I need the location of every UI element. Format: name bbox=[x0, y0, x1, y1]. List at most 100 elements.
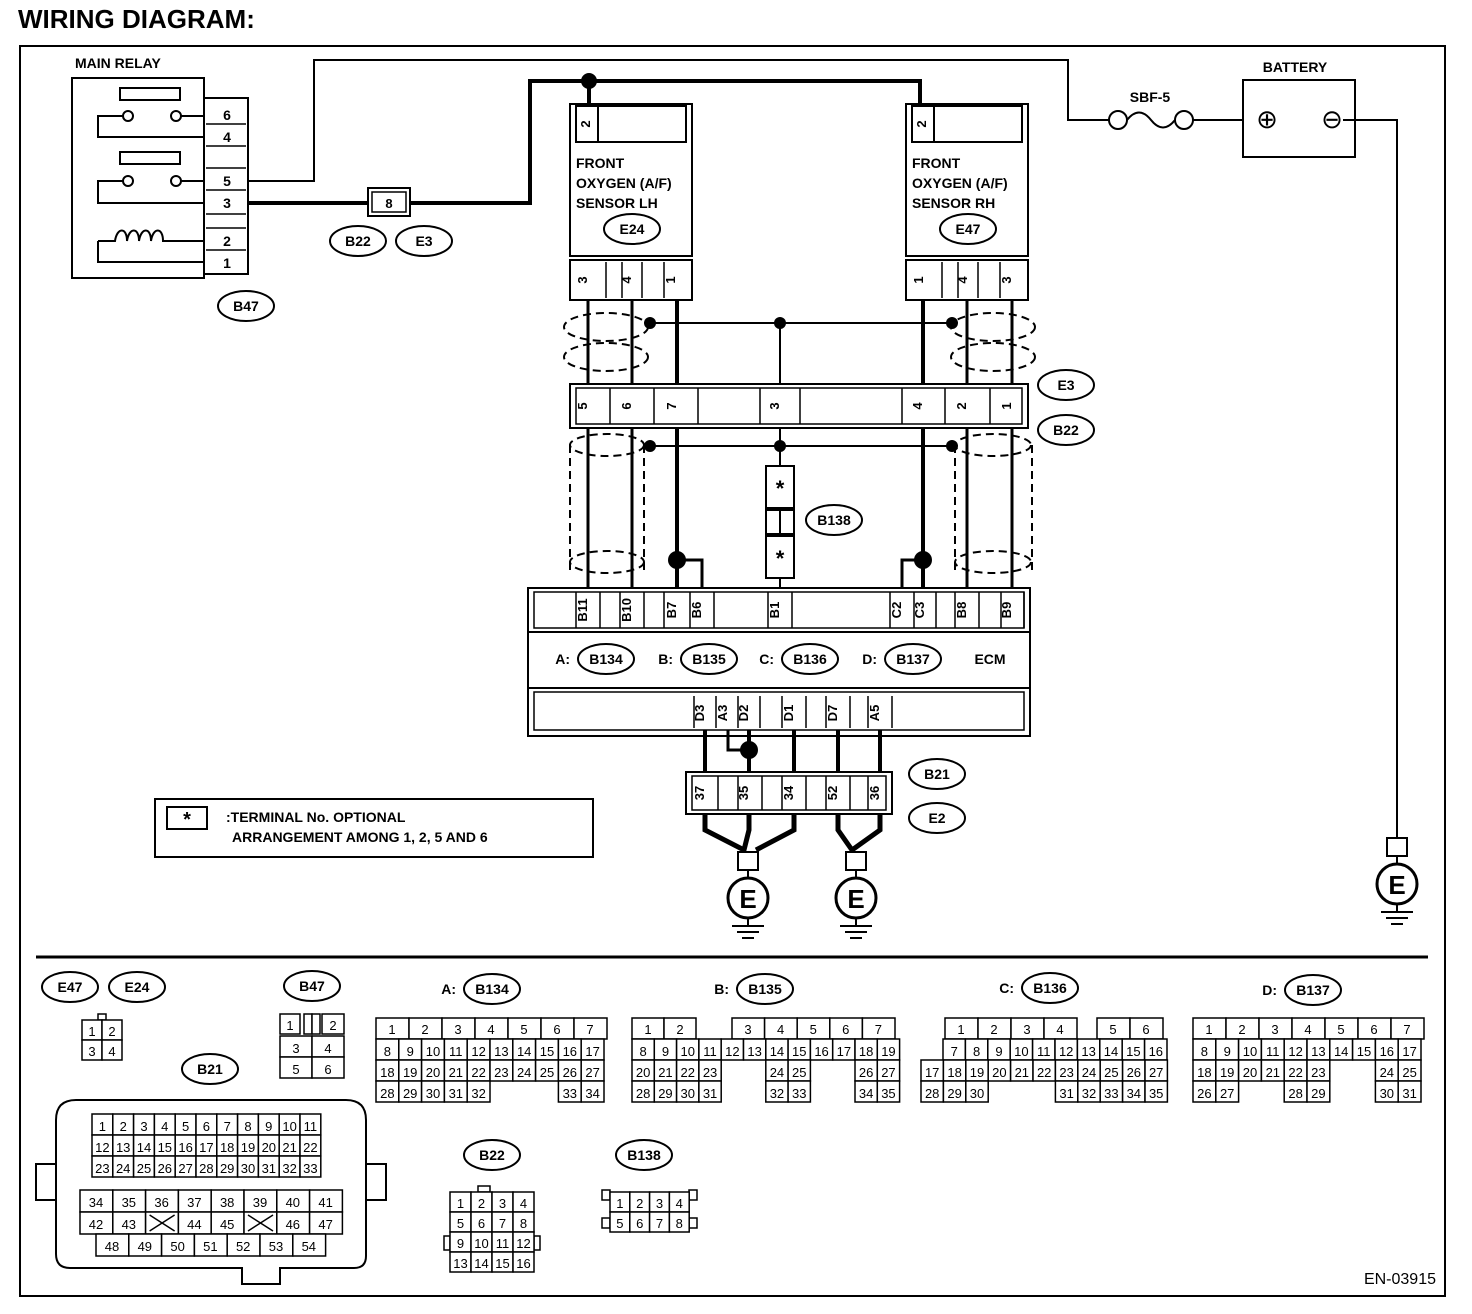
b21-pin-54: 54 bbox=[302, 1239, 316, 1254]
b136-pin-19: 19 bbox=[970, 1065, 984, 1080]
b136-pin-17: 17 bbox=[925, 1065, 939, 1080]
b137-pin-7: 7 bbox=[1403, 1022, 1410, 1037]
sensor_rh-pin-4: 4 bbox=[955, 276, 970, 284]
page-title: WIRING DIAGRAM: bbox=[18, 4, 255, 34]
b136-pin-33: 33 bbox=[1104, 1086, 1118, 1101]
ecm-connector-B137: B137 bbox=[896, 651, 930, 667]
b22-pin-2: 2 bbox=[478, 1196, 485, 1211]
junction-pin-4: 4 bbox=[910, 402, 925, 410]
b135-pin-32: 32 bbox=[770, 1086, 784, 1101]
ground-symbol-2: E bbox=[847, 884, 864, 914]
b136-pin-30: 30 bbox=[970, 1086, 984, 1101]
b21-pin-11: 11 bbox=[304, 1119, 318, 1134]
b21-pin-45: 45 bbox=[220, 1217, 234, 1232]
b21-pin-31: 31 bbox=[262, 1161, 276, 1176]
ecm-pin-B8: B8 bbox=[954, 602, 969, 619]
b135-pin-29: 29 bbox=[658, 1086, 672, 1101]
b134-pin-9: 9 bbox=[407, 1044, 414, 1059]
b135-pin-35: 35 bbox=[881, 1086, 895, 1101]
b137-pin-1: 1 bbox=[1205, 1022, 1212, 1037]
sensor_lh-pin-4: 4 bbox=[619, 276, 634, 284]
sensor_rh-top-pin: 2 bbox=[914, 120, 929, 127]
b135-pin-14: 14 bbox=[770, 1044, 784, 1059]
junction-pin-2: 2 bbox=[954, 402, 969, 409]
ground-label-b21: B21 bbox=[924, 766, 950, 782]
b22-pin-11: 11 bbox=[496, 1236, 510, 1251]
view-label-e24: E24 bbox=[125, 979, 150, 995]
b21-pin-19: 19 bbox=[241, 1140, 255, 1155]
b21-pin-41: 41 bbox=[318, 1195, 332, 1210]
b22-pin-3: 3 bbox=[499, 1196, 506, 1211]
fuse-label: SBF-5 bbox=[1130, 89, 1171, 105]
b137-pin-31: 31 bbox=[1402, 1086, 1416, 1101]
ecm-connector-B137-prefix: D: bbox=[862, 651, 877, 667]
b135-pin-26: 26 bbox=[859, 1065, 873, 1080]
legend: * :TERMINAL No. OPTIONAL ARRANGEMENT AMO… bbox=[154, 798, 594, 858]
b138-pin-7: 7 bbox=[656, 1216, 663, 1231]
b134-pin-34: 34 bbox=[585, 1086, 599, 1101]
view-label-b22: B22 bbox=[479, 1147, 505, 1163]
b21-pin-9: 9 bbox=[265, 1119, 272, 1134]
b136-pin-7: 7 bbox=[951, 1044, 958, 1059]
b134-pin-7: 7 bbox=[586, 1022, 593, 1037]
b134-pin-18: 18 bbox=[380, 1065, 394, 1080]
sensor_rh-connector: E47 bbox=[956, 221, 981, 237]
b135-pin-19: 19 bbox=[881, 1044, 895, 1059]
sensor_rh-label-1: OXYGEN (A/F) bbox=[912, 175, 1008, 191]
sensor_rh-pin-3: 3 bbox=[999, 276, 1014, 283]
legend-line1: :TERMINAL No. OPTIONAL bbox=[226, 809, 406, 825]
b138-pin-8: 8 bbox=[676, 1216, 683, 1231]
b136-pin-18: 18 bbox=[947, 1065, 961, 1080]
view-label-e47: E47 bbox=[58, 979, 83, 995]
junction-label-b22: B22 bbox=[1053, 422, 1079, 438]
b135-pin-5: 5 bbox=[810, 1022, 817, 1037]
b47-pin-1: 1 bbox=[286, 1018, 293, 1033]
b134-pin-17: 17 bbox=[585, 1044, 599, 1059]
b137-pin-18: 18 bbox=[1197, 1065, 1211, 1080]
b135-pin-11: 11 bbox=[703, 1044, 717, 1059]
b21-pin-13: 13 bbox=[116, 1140, 130, 1155]
ecm-pin-C2: C2 bbox=[889, 602, 904, 619]
b136-pin-12: 12 bbox=[1059, 1044, 1073, 1059]
b22-pin-15: 15 bbox=[495, 1256, 509, 1271]
ecm-pin-B10: B10 bbox=[619, 598, 634, 622]
sensor_lh-label-1: OXYGEN (A/F) bbox=[576, 175, 672, 191]
b21-pin-20: 20 bbox=[262, 1140, 276, 1155]
view-label-b137: B137 bbox=[1296, 982, 1330, 998]
b138-pin-2: 2 bbox=[636, 1196, 643, 1211]
b21-pin-23: 23 bbox=[95, 1161, 109, 1176]
e24-pin-2: 2 bbox=[108, 1024, 115, 1039]
view-label-b136: B136 bbox=[1033, 980, 1067, 996]
b135-pin-34: 34 bbox=[859, 1086, 873, 1101]
ground-pin-37: 37 bbox=[692, 786, 707, 800]
ecm-connector-B135: B135 bbox=[692, 651, 726, 667]
b21-pin-38: 38 bbox=[220, 1195, 234, 1210]
b135-pin-27: 27 bbox=[881, 1065, 895, 1080]
b135-pin-15: 15 bbox=[792, 1044, 806, 1059]
b137-pin-13: 13 bbox=[1311, 1044, 1325, 1059]
b136-pin-25: 25 bbox=[1104, 1065, 1118, 1080]
inline-label-b22: B22 bbox=[345, 233, 371, 249]
b136-pin-31: 31 bbox=[1059, 1086, 1073, 1101]
ecm-connector-B134-prefix: A: bbox=[555, 651, 570, 667]
b137-pin-16: 16 bbox=[1380, 1044, 1394, 1059]
sensor_rh-label-0: FRONT bbox=[912, 155, 961, 171]
b135-pin-20: 20 bbox=[636, 1065, 650, 1080]
ecm-harness: **B138 bbox=[569, 428, 1033, 590]
b135-pin-13: 13 bbox=[747, 1044, 761, 1059]
ecm-pin-B1: B1 bbox=[767, 602, 782, 619]
b21-pin-18: 18 bbox=[220, 1140, 234, 1155]
b136-pin-28: 28 bbox=[925, 1086, 939, 1101]
b135-pin-2: 2 bbox=[676, 1022, 683, 1037]
legend-line2: ARRANGEMENT AMONG 1, 2, 5 AND 6 bbox=[232, 829, 488, 845]
view-label-b137-prefix: D: bbox=[1262, 982, 1277, 998]
b47-pin-3: 3 bbox=[292, 1041, 299, 1056]
b135-pin-31: 31 bbox=[703, 1086, 717, 1101]
b21-pin-43: 43 bbox=[122, 1217, 136, 1232]
b22-pin-9: 9 bbox=[457, 1236, 464, 1251]
wire-relay-to-fuse bbox=[248, 59, 1110, 182]
b21-pin-15: 15 bbox=[158, 1140, 172, 1155]
b137-pin-8: 8 bbox=[1201, 1044, 1208, 1059]
b134-pin-8: 8 bbox=[384, 1044, 391, 1059]
